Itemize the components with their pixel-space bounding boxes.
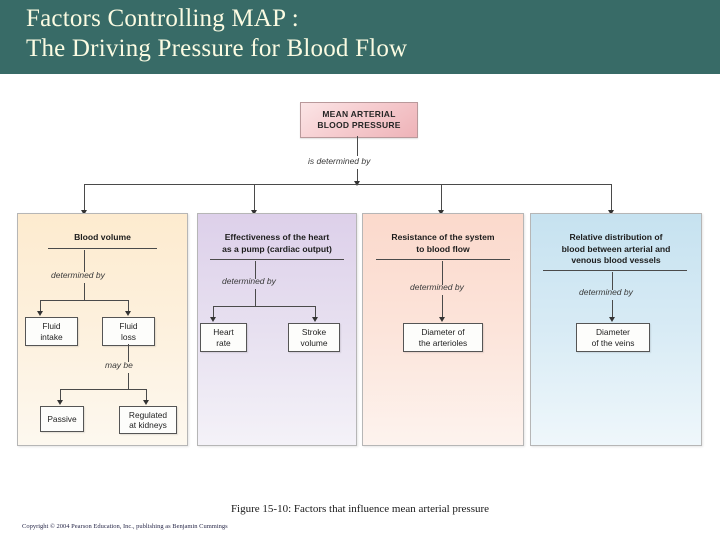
node-fluid-loss: Fluid loss bbox=[102, 317, 155, 346]
heading-resistance: Resistance of the system to blood flow bbox=[391, 232, 495, 254]
c3-stem-upper bbox=[442, 261, 443, 285]
c1-drop2-left bbox=[60, 389, 61, 403]
node-fluid-intake: Fluid intake bbox=[25, 317, 78, 346]
connector-label-root: is determined by bbox=[308, 156, 371, 166]
c2-arrow-left bbox=[210, 317, 216, 322]
panel-resistance: Resistance of the system to blood flow d… bbox=[362, 213, 524, 446]
c3-stem-lower bbox=[442, 295, 443, 320]
c1-stem-lower bbox=[84, 283, 85, 300]
node-diameter-of-the-arterioles: Diameter of the arterioles bbox=[403, 323, 483, 352]
c4-arrow-down bbox=[609, 317, 615, 322]
node-stroke-volume: Stroke volume bbox=[288, 323, 340, 352]
connector-label-c1: determined by bbox=[51, 270, 105, 280]
connector-root-stem-lower bbox=[357, 169, 358, 183]
copyright-notice: Copyright © 2004 Pearson Education, Inc.… bbox=[22, 523, 228, 530]
figure-diagram: MEAN ARTERIAL BLOOD PRESSURE is determin… bbox=[0, 74, 720, 454]
connector-drop-col4 bbox=[611, 184, 612, 214]
panel-cardiac-output: Effectiveness of the heart as a pump (ca… bbox=[197, 213, 357, 446]
connector-drop-col2 bbox=[254, 184, 255, 214]
connector-drop-col1 bbox=[84, 184, 85, 214]
c3-arrow-down bbox=[439, 317, 445, 322]
node-mean-arterial-blood-pressure: MEAN ARTERIAL BLOOD PRESSURE bbox=[300, 102, 418, 138]
connector-label-c2: determined by bbox=[222, 276, 276, 286]
connector-label-c3: determined by bbox=[410, 282, 464, 292]
panel-blood-distribution: Relative distribution of blood between a… bbox=[530, 213, 702, 446]
node-regulated-at-kidneys: Regulated at kidneys bbox=[119, 406, 177, 434]
arrow-root-down bbox=[354, 181, 360, 186]
c2-drop-right bbox=[315, 306, 316, 320]
c2-stem-lower bbox=[255, 289, 256, 306]
arrow-col2-down bbox=[251, 210, 257, 215]
arrow-col4-down bbox=[608, 210, 614, 215]
c1-stem-upper bbox=[84, 250, 85, 272]
map-line-2: BLOOD PRESSURE bbox=[317, 120, 401, 130]
c2-drop-left bbox=[213, 306, 214, 320]
c4-stem-lower bbox=[612, 300, 613, 320]
c1-drop-left bbox=[40, 300, 41, 314]
figure-caption: Figure 15-10: Factors that influence mea… bbox=[230, 503, 490, 515]
heading-blood-volume: Blood volume bbox=[74, 232, 131, 242]
c1-arrow-left bbox=[37, 311, 43, 316]
arrow-col3-down bbox=[438, 210, 444, 215]
title-banner: Factors Controlling MAP : The Driving Pr… bbox=[0, 0, 720, 74]
connector-drop-col3 bbox=[441, 184, 442, 214]
node-heart-rate: Heart rate bbox=[200, 323, 247, 352]
c1-arrow2-right bbox=[143, 400, 149, 405]
connector-label-c1b: may be bbox=[105, 360, 133, 370]
c1-stem2-lower bbox=[128, 373, 129, 389]
c1-drop-right bbox=[128, 300, 129, 314]
node-diameter-of-the-veins: Diameter of the veins bbox=[576, 323, 650, 352]
arrow-col1-down bbox=[81, 210, 87, 215]
page-title: Factors Controlling MAP : The Driving Pr… bbox=[26, 5, 408, 62]
c1-drop2-right bbox=[146, 389, 147, 403]
c2-arrow-right bbox=[312, 317, 318, 322]
c2-split-bar bbox=[213, 306, 315, 307]
panel-blood-volume: Blood volume determined by Fluid intake … bbox=[17, 213, 188, 446]
connector-label-c4: determined by bbox=[579, 287, 633, 297]
c4-stem-upper bbox=[612, 272, 613, 290]
c1-stem2-upper bbox=[128, 344, 129, 362]
c1-arrow-right bbox=[125, 311, 131, 316]
heading-rule-4 bbox=[543, 270, 687, 271]
connector-root-stem-upper bbox=[357, 136, 358, 156]
heading-blood-distribution: Relative distribution of blood between a… bbox=[561, 232, 671, 265]
heading-rule-1 bbox=[48, 248, 157, 249]
c1-split-bar bbox=[40, 300, 128, 301]
c1-split-bar-2 bbox=[60, 389, 146, 390]
connector-distribution-bar bbox=[84, 184, 612, 185]
heading-rule-2 bbox=[210, 259, 344, 260]
c2-stem-upper bbox=[255, 261, 256, 279]
heading-rule-3 bbox=[376, 259, 510, 260]
node-passive: Passive bbox=[40, 406, 84, 432]
heading-cardiac-output: Effectiveness of the heart as a pump (ca… bbox=[222, 232, 332, 254]
map-line-1: MEAN ARTERIAL bbox=[322, 109, 396, 119]
c1-arrow2-left bbox=[57, 400, 63, 405]
